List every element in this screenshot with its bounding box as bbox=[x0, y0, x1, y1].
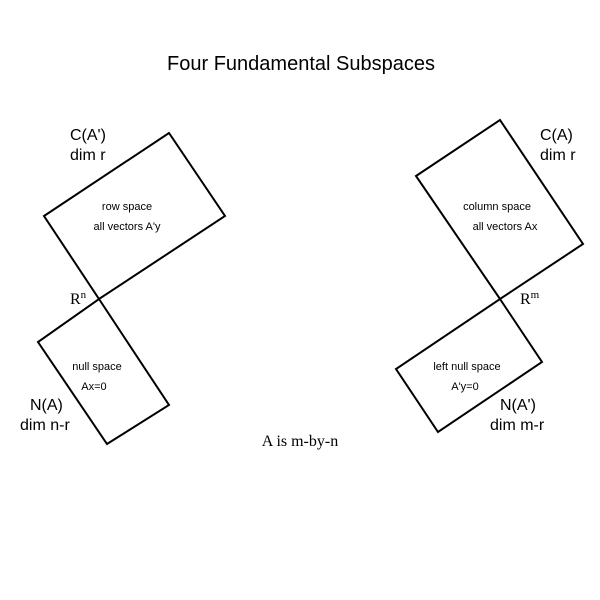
column-space-corner-dim: dim r bbox=[540, 147, 576, 164]
column-space-label: column space bbox=[463, 201, 531, 213]
codomain-space-base: R bbox=[520, 291, 531, 308]
column-space-corner-name: C(A) bbox=[540, 127, 573, 144]
column-space-box bbox=[414, 118, 585, 301]
null-space-corner-name: N(A) bbox=[30, 397, 63, 414]
domain-space-exponent: n bbox=[81, 289, 87, 301]
diagram-title: Four Fundamental Subspaces bbox=[167, 53, 435, 75]
left-null-space-label: left null space bbox=[433, 361, 500, 373]
left-null-space-corner-name: N(A') bbox=[500, 397, 536, 414]
null-space-corner-dim: dim n-r bbox=[20, 417, 70, 434]
row-space-corner-name: C(A') bbox=[70, 127, 106, 144]
row-space-desc: all vectors A'y bbox=[94, 221, 161, 233]
domain-space-label: Rn bbox=[70, 289, 87, 308]
null-space-box bbox=[36, 297, 171, 446]
domain-space-base: R bbox=[70, 291, 81, 308]
codomain-space-exponent: m bbox=[531, 289, 540, 301]
left-null-space-corner-dim: dim m-r bbox=[490, 417, 545, 434]
codomain-space-label: Rm bbox=[520, 289, 540, 308]
matrix-size-note: A is m-by-n bbox=[262, 433, 338, 450]
row-space-label: row space bbox=[102, 201, 152, 213]
row-space-corner-dim: dim r bbox=[70, 147, 106, 164]
null-space-desc: Ax=0 bbox=[81, 381, 106, 393]
column-space-desc: all vectors Ax bbox=[473, 221, 538, 233]
left-null-space-box bbox=[394, 297, 544, 434]
left-null-space-desc: A'y=0 bbox=[451, 381, 478, 393]
row-space-box bbox=[42, 131, 227, 301]
null-space-label: null space bbox=[72, 361, 122, 373]
